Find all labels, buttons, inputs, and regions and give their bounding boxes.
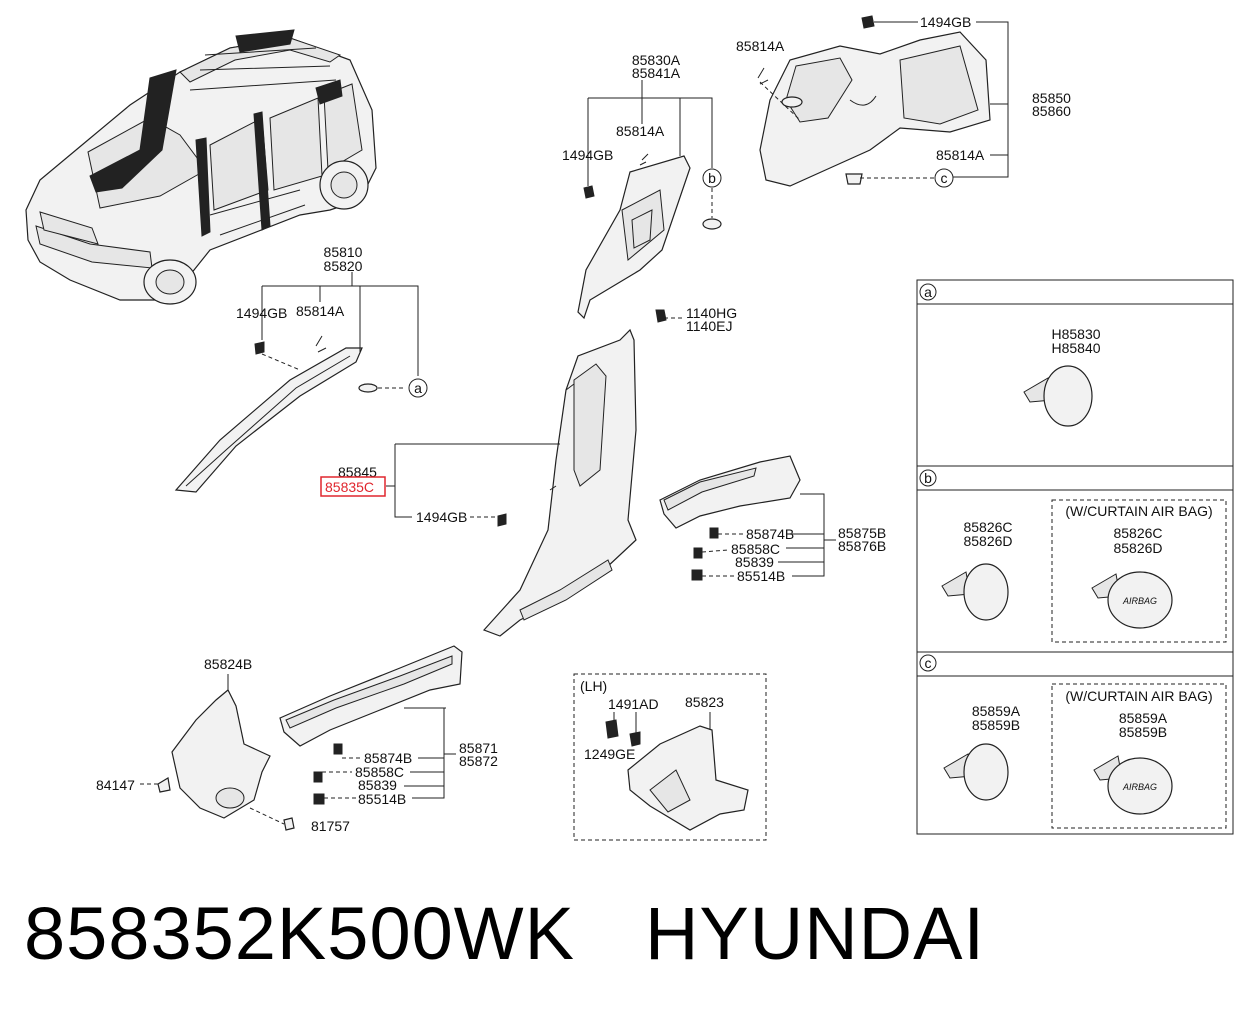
roof-trim-85810 [174, 335, 378, 493]
label-85826c-1: 85826C [963, 519, 1012, 535]
svg-text:a: a [414, 380, 422, 396]
label-85826d-2: 85826D [1113, 540, 1162, 556]
svg-text:b: b [924, 470, 932, 486]
part-labels: 1494GB 85814A 85850 85860 85814A 85830A … [96, 14, 1071, 834]
label-85826c-2: 85826C [1113, 525, 1162, 541]
footer-caption: 858352K500WK HYUNDAI [24, 888, 985, 978]
brand-name: HYUNDAI [644, 891, 986, 975]
callout-a: a [408, 378, 428, 398]
label-1140ej: 1140EJ [686, 318, 732, 334]
plug-a [1023, 365, 1093, 427]
label-85876b: 85876B [838, 538, 886, 554]
label-85875b: 85875B [838, 525, 886, 541]
label-85835c-highlighted: 85835C [325, 479, 374, 495]
detail-circle-b [919, 469, 937, 487]
label-85872: 85872 [459, 753, 498, 769]
highlight-box [320, 476, 386, 497]
pillar-trim-85830a [577, 153, 722, 323]
svg-text:c: c [941, 170, 948, 186]
label-85859a-1: 85859A [972, 703, 1021, 719]
label-85810: 85810 [324, 244, 363, 260]
label-85845: 85845 [338, 464, 377, 480]
label-85839-b: 85839 [358, 777, 397, 793]
part-number: 858352K500WK [24, 891, 575, 975]
label-85859a-2: 85859A [1119, 710, 1168, 726]
label-85823: 85823 [685, 694, 724, 710]
label-85814a-top: 85814A [736, 38, 785, 54]
label-85850: 85850 [1032, 90, 1071, 106]
label-85830a: 85830A [632, 52, 681, 68]
car-illustration [25, 29, 377, 305]
callout-circles: a b c [408, 168, 954, 398]
detail-table: a H85830 H85840 b 85826C 85826D (W/CURTA… [916, 279, 1234, 835]
label-81757: 81757 [311, 818, 350, 834]
label-h85840: H85840 [1051, 340, 1100, 356]
label-85859b-2: 85859B [1119, 724, 1167, 740]
label-85826d-1: 85826D [963, 533, 1012, 549]
label-85841a: 85841A [632, 65, 681, 81]
detail-circle-a [919, 283, 937, 301]
label-85871: 85871 [459, 740, 498, 756]
label-85814a-left: 85814A [296, 303, 345, 319]
scuff-plate-85871 [279, 645, 463, 805]
svg-text:b: b [708, 170, 716, 186]
callout-b: b [702, 168, 722, 188]
label-85824b: 85824B [204, 656, 252, 672]
label-85839-a: 85839 [735, 554, 774, 570]
label-lh: (LH) [580, 678, 607, 694]
label-85820: 85820 [324, 258, 363, 274]
note-curtain-airbag-c: (W/CURTAIN AIR BAG) [1065, 688, 1212, 704]
label-85814a-right: 85814A [936, 147, 985, 163]
plug-b2: AIRBAG [1091, 571, 1173, 629]
kick-panel-85824b [157, 689, 295, 831]
note-curtain-airbag-b: (W/CURTAIN AIR BAG) [1065, 503, 1212, 519]
detail-circle-c [919, 654, 937, 672]
label-85874b-b: 85874B [364, 750, 412, 766]
label-1494gb-pillar: 1494GB [416, 509, 467, 525]
label-1140hg: 1140HG [686, 305, 737, 321]
plug-b1 [941, 563, 1009, 621]
label-85514b-b: 85514B [358, 791, 406, 807]
label-85860: 85860 [1032, 103, 1071, 119]
label-85814a-mid: 85814A [616, 123, 665, 139]
parts-diagram: a b c 1494GB 85814A 85850 85860 85814A 8… [25, 14, 1234, 841]
label-85858c-b: 85858C [355, 764, 404, 780]
lh-panel-85823 [605, 719, 749, 831]
plug-c1 [943, 743, 1009, 801]
svg-text:c: c [925, 655, 932, 671]
label-h85830: H85830 [1051, 326, 1100, 342]
quarter-panel-85850 [757, 15, 991, 187]
plug-c2: AIRBAG [1093, 755, 1173, 815]
label-1494gb-mid: 1494GB [562, 147, 613, 163]
label-85858c-a: 85858C [731, 541, 780, 557]
label-1494gb-top: 1494GB [920, 14, 971, 30]
label-1249ge: 1249GE [584, 746, 635, 762]
lh-inset-box: (LH) 1491AD 1249GE 85823 [573, 673, 767, 841]
callout-c: c [934, 168, 954, 188]
label-85859b-1: 85859B [972, 717, 1020, 733]
label-85514b-a: 85514B [737, 568, 785, 584]
leader-lines [140, 21, 1009, 825]
center-pillar-85835c [482, 328, 637, 637]
label-1494gb-left: 1494GB [236, 305, 287, 321]
airbag-mark-b: AIRBAG [1122, 596, 1157, 606]
svg-text:a: a [924, 284, 932, 300]
label-1491ad: 1491AD [608, 696, 659, 712]
scuff-plate-85875b [659, 455, 801, 581]
label-85874b-a: 85874B [746, 526, 794, 542]
airbag-mark-c: AIRBAG [1122, 782, 1157, 792]
label-84147: 84147 [96, 777, 135, 793]
